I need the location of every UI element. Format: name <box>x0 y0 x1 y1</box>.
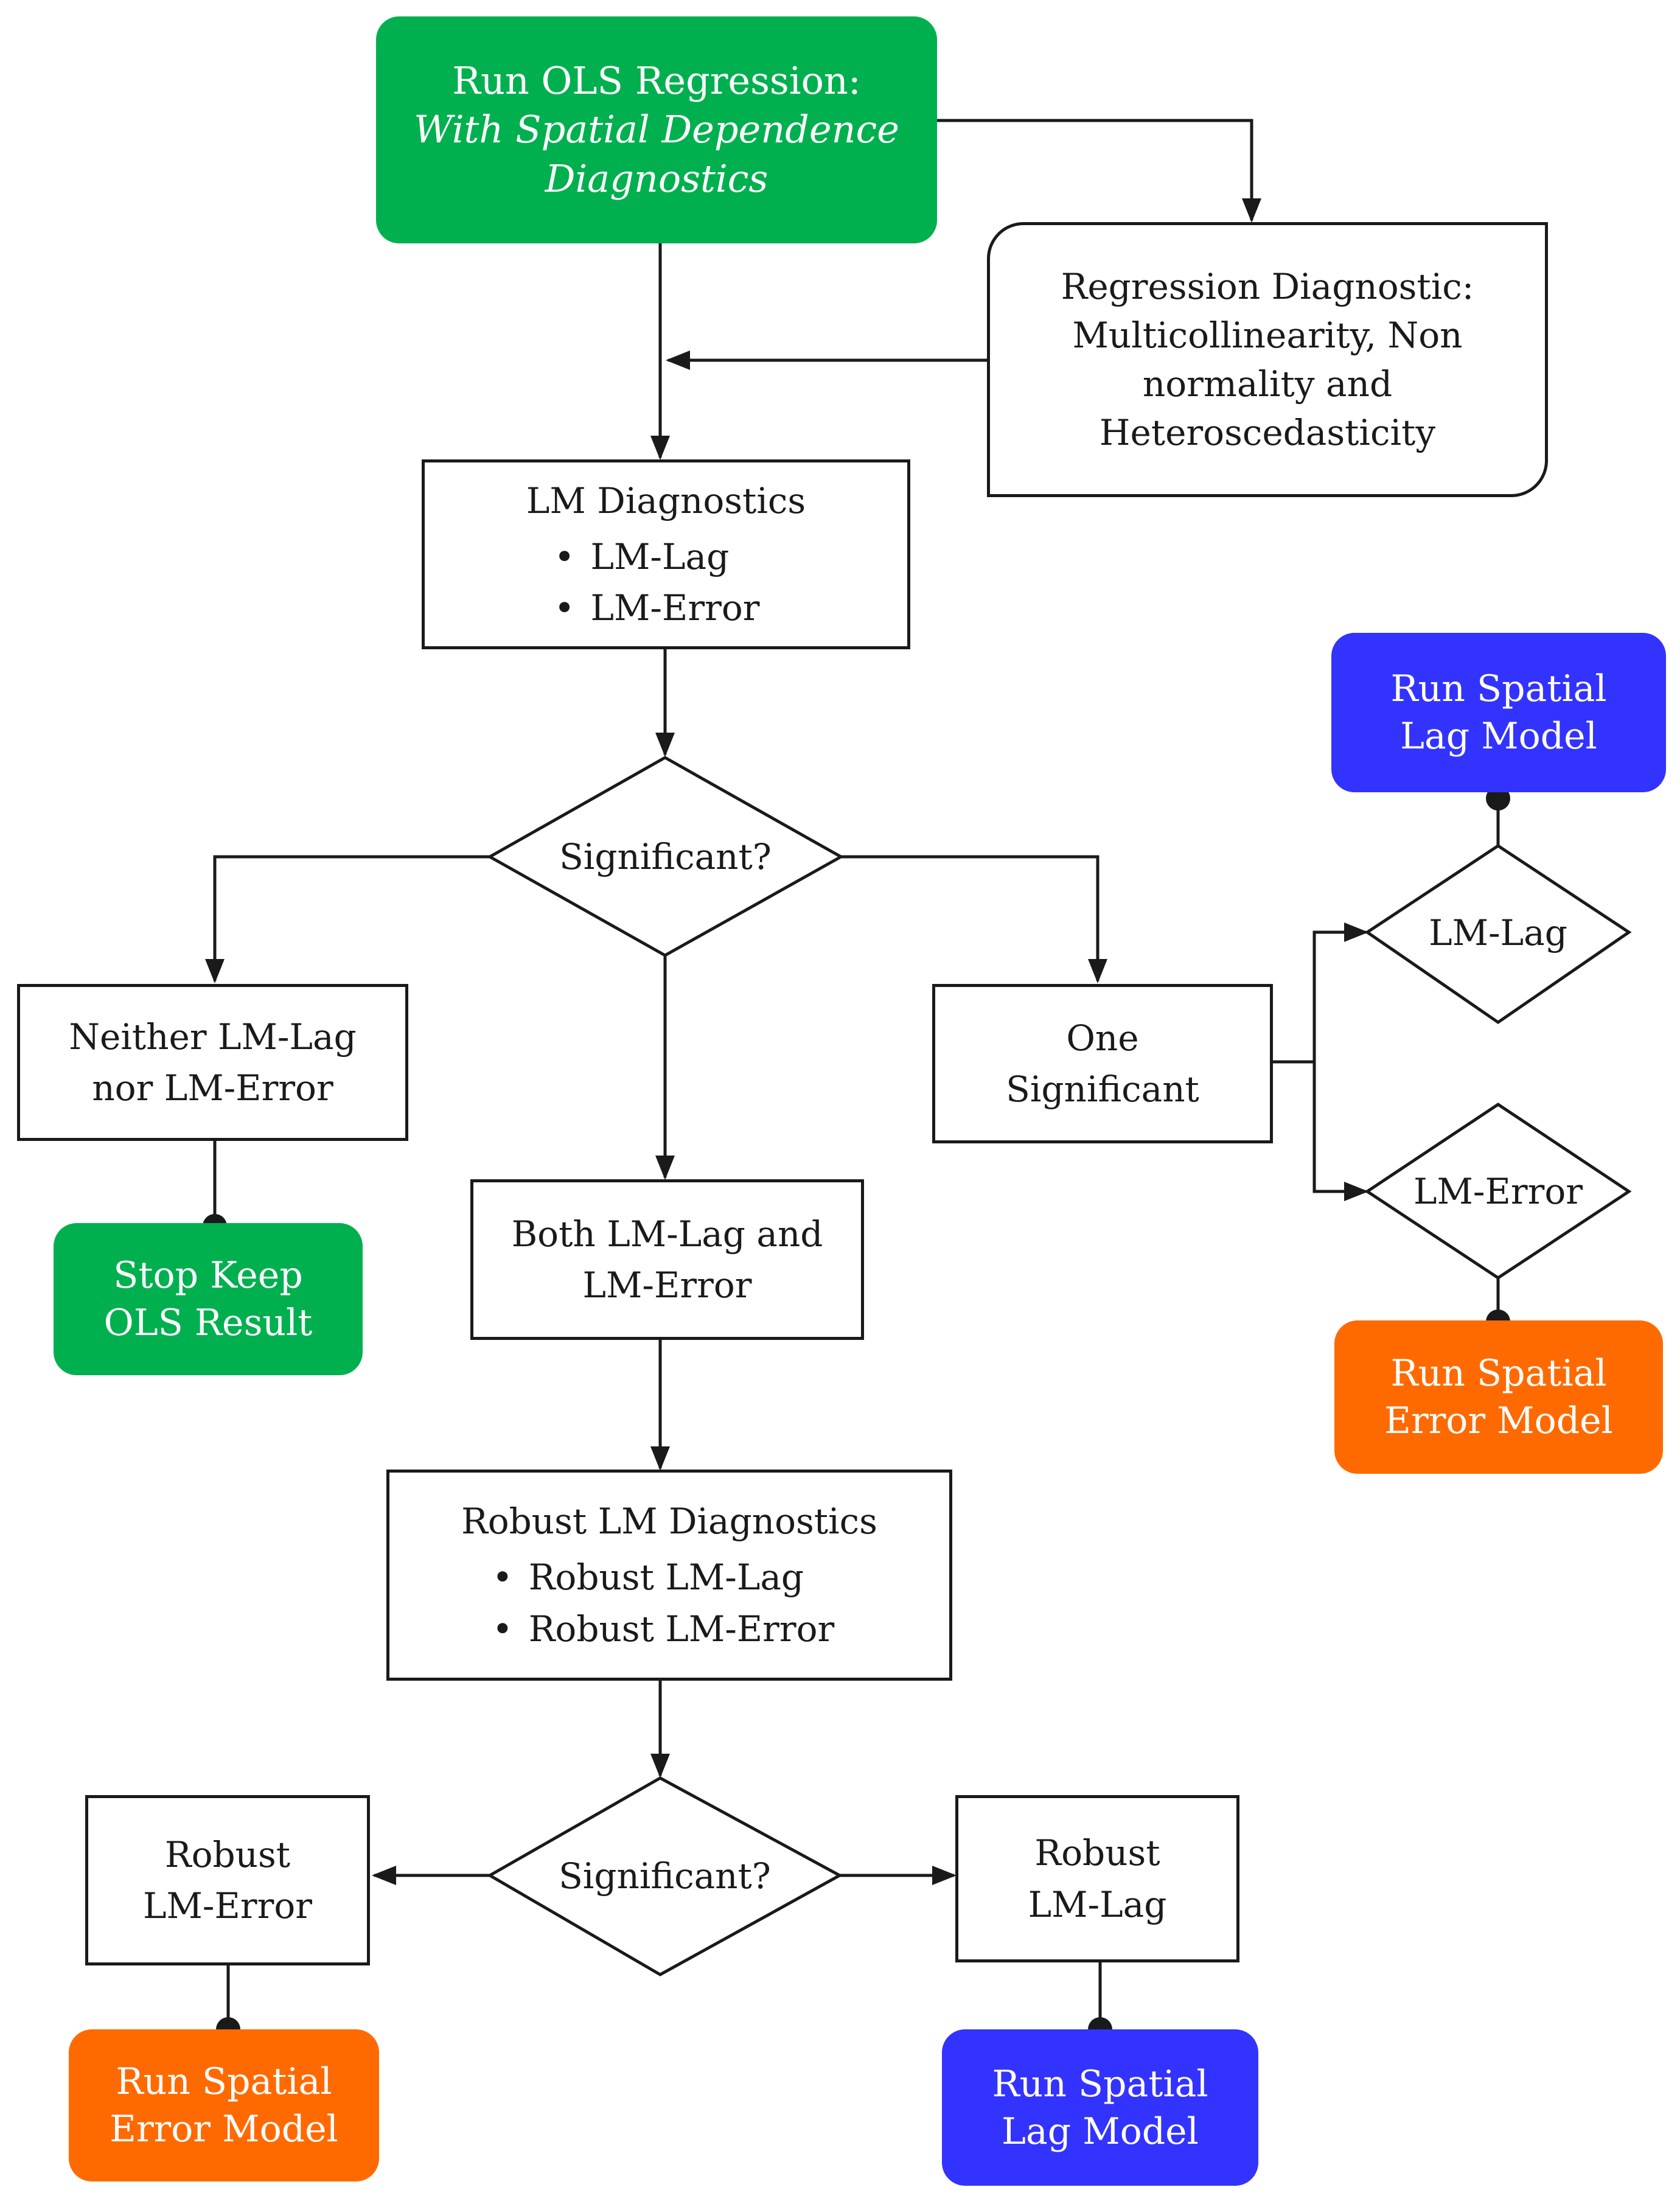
connector-dot-spatial-lag-top <box>1486 786 1510 811</box>
both-line1: Both LM-Lag and <box>511 1213 823 1255</box>
lmdiag-item-error: LM-Error <box>548 582 760 633</box>
ols-line3: Diagnostics <box>545 156 769 201</box>
node-robust-lm-lag: Robust LM-Lag <box>955 1795 1239 1962</box>
decision-diamond-lm-lag <box>1364 844 1632 1025</box>
spatial-err-bottom-line1: Run Spatial <box>116 2060 332 2103</box>
robust-err-line2: LM-Error <box>143 1885 312 1927</box>
node-run-spatial-error-right: Run Spatial Error Model <box>1334 1320 1663 1474</box>
robustdiag-list: Robust LM-Lag Robust LM-Error <box>486 1552 835 1654</box>
decision-diamond-significant-1 <box>486 756 845 957</box>
robustdiag-item-lag: Robust LM-Lag <box>486 1552 835 1603</box>
lmdiag-item-lag: LM-Lag <box>548 531 760 582</box>
sig2-label: Significant? <box>559 1855 771 1897</box>
lmdiag-list: LM-Lag LM-Error <box>548 531 760 633</box>
edge-ols-to-regdiag <box>937 119 1261 223</box>
spatial-err-bottom-line2: Error Model <box>110 2108 338 2150</box>
node-lm-diagnostics: LM Diagnostics LM-Lag LM-Error <box>422 459 910 649</box>
neither-line1: Neither LM-Lag <box>69 1016 357 1058</box>
robust-lag-line1: Robust <box>1034 1832 1160 1874</box>
ols-line2: With Spatial Dependence <box>414 107 899 152</box>
node-one-significant: One Significant <box>932 984 1273 1143</box>
decision-diamond-significant-2 <box>486 1776 843 1976</box>
regdiag-line3: normality and <box>1142 363 1393 405</box>
edge-sig1-to-one <box>841 855 1107 983</box>
node-robust-lm-diagnostics: Robust LM Diagnostics Robust LM-Lag Robu… <box>386 1470 952 1681</box>
one-line1: One <box>1066 1017 1139 1059</box>
spatial-err-right-line1: Run Spatial <box>1390 1352 1607 1395</box>
node-regression-diagnostic: Regression Diagnostic: Multicollinearity… <box>987 222 1548 497</box>
edge-branch-to-lmerror <box>1312 1062 1368 1201</box>
node-run-spatial-lag-top: Run Spatial Lag Model <box>1331 633 1666 792</box>
spatial-err-right-line2: Error Model <box>1384 1400 1613 1442</box>
node-robust-lm-error: Robust LM-Error <box>85 1795 370 1965</box>
ols-line1: Run OLS Regression: <box>452 58 861 103</box>
one-line2: Significant <box>1006 1069 1199 1110</box>
edge-branch-to-lmlag <box>1312 922 1368 1062</box>
spatial-lag-top-line2: Lag Model <box>1400 715 1597 758</box>
robustdiag-title: Robust LM Diagnostics <box>461 1501 877 1543</box>
robust-lag-line2: LM-Lag <box>1028 1883 1167 1925</box>
neither-line2: nor LM-Error <box>92 1067 333 1109</box>
stop-line1: Stop Keep <box>113 1254 303 1297</box>
edge-sig1-to-neither <box>205 855 490 983</box>
lmlag-diamond-label: LM-Lag <box>1429 912 1567 954</box>
decision-diamond-lm-error <box>1364 1102 1632 1280</box>
node-run-ols-regression: Run OLS Regression: With Spatial Depende… <box>376 16 937 243</box>
robustdiag-item-error: Robust LM-Error <box>486 1603 835 1655</box>
both-line2: LM-Error <box>582 1264 752 1306</box>
lmerror-diamond-label: LM-Error <box>1413 1170 1583 1212</box>
spatial-lag-bottom-line1: Run Spatial <box>992 2062 1208 2105</box>
regdiag-line2: Multicollinearity, Non <box>1072 314 1463 356</box>
robust-err-line1: Robust <box>164 1833 291 1875</box>
regdiag-line4: Heteroscedasticity <box>1099 412 1436 454</box>
node-neither: Neither LM-Lag nor LM-Error <box>17 984 408 1141</box>
node-stop-keep-ols: Stop Keep OLS Result <box>54 1223 363 1375</box>
spatial-lag-bottom-line2: Lag Model <box>1002 2110 1199 2153</box>
node-run-spatial-lag-bottom: Run Spatial Lag Model <box>942 2029 1258 2186</box>
stop-line2: OLS Result <box>103 1302 313 1344</box>
node-both: Both LM-Lag and LM-Error <box>470 1179 864 1340</box>
sig1-label: Significant? <box>559 836 772 877</box>
spatial-lag-top-line1: Run Spatial <box>1390 668 1607 710</box>
regdiag-line1: Regression Diagnostic: <box>1061 265 1474 307</box>
node-run-spatial-error-bottom: Run Spatial Error Model <box>69 2029 379 2181</box>
lmdiag-title: LM Diagnostics <box>526 480 806 521</box>
